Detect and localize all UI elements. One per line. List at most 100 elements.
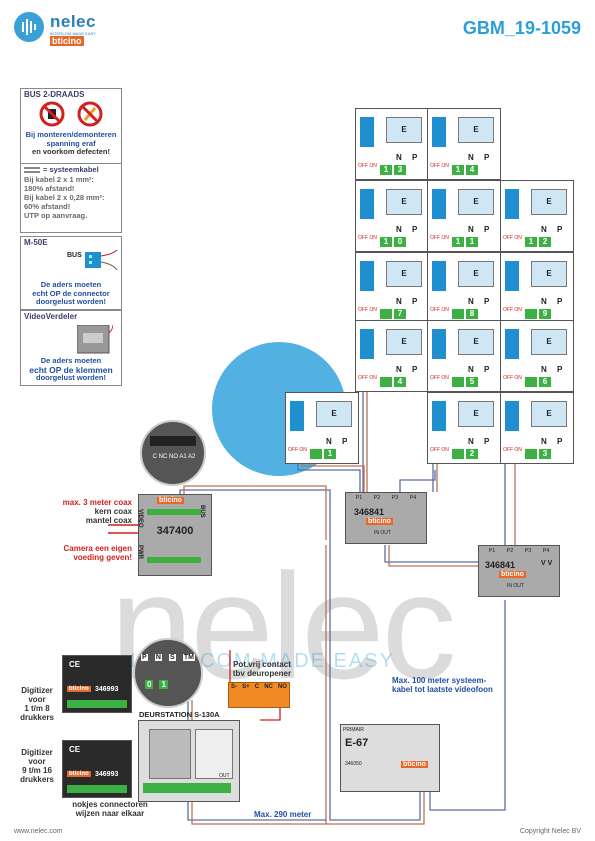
monitor-n-value: 1 [452, 237, 464, 247]
monitor-n-value: 1 [525, 237, 537, 247]
dist1-brand: bticino [366, 518, 393, 525]
videophone-monitor: E OFF ON N P 5 [427, 320, 501, 392]
footer-website: www.nelec.com [14, 828, 63, 835]
digitizer2-label-3: 9 t/m 16 [22, 766, 52, 775]
bus-panel-line2: spanning eraf [46, 138, 96, 148]
relay-term-s-minus: S- [231, 684, 237, 690]
monitor-screen-label: E [546, 337, 552, 346]
digitizer-2: CE bticino 346993 [62, 740, 132, 798]
videophone-monitor: E OFF ON N P 1 [285, 392, 359, 464]
video-distributor-1: P1 P2 P3 P4 346841 bticino IN OUT [345, 492, 427, 544]
monitor-n-value: 1 [380, 165, 392, 175]
monitor-off-on: OFF ON [430, 375, 449, 381]
relay-note-2: tbv deuropener [232, 669, 292, 678]
dist2-in-out: IN OUT [507, 583, 524, 589]
monitor-n-label: N [326, 437, 332, 446]
videophone-monitor: E OFF ON N P 3 [500, 392, 574, 464]
monitor-connector [360, 117, 374, 147]
monitor-p-value: 2 [539, 237, 551, 247]
videophone-monitor: E OFF ON N P 7 [355, 252, 429, 324]
relay-note-1: Pot.vrij contact [233, 660, 291, 669]
e67-primair: PRIMAIR [343, 727, 364, 733]
monitor-screen-label: E [473, 125, 479, 134]
videophone-monitor: E OFF ON N P 9 [500, 252, 574, 324]
m50e-line3: doorgelust worden! [36, 297, 106, 306]
monitor-screen-label: E [401, 337, 407, 346]
monitor-p-label: P [412, 225, 418, 234]
video-distributor-2: P1 P2 P3 P4 346841 V V bticino IN OUT [478, 545, 560, 597]
monitor-connector [360, 189, 374, 219]
zoom-terminals-label: C NC NO A1 A2 [152, 454, 196, 460]
videophone-monitor: E OFF ON N P 1 4 [427, 108, 501, 180]
monitor-off-on: OFF ON [503, 375, 522, 381]
dist1-port-p3: P3 [391, 495, 399, 501]
digitizer2-model: 346993 [95, 771, 119, 778]
m50e-title: M-50E [24, 238, 48, 247]
bus-panel-line3: en voorkom defecten! [32, 147, 110, 156]
videoverdeler-line1: De aders moeten [40, 356, 102, 365]
relay-term-nc: NC [264, 684, 273, 690]
monitor-screen: E [458, 401, 494, 427]
monitor-connector [432, 189, 446, 219]
relay-term-c: C [254, 684, 260, 690]
monitor-screen: E [531, 189, 567, 215]
coax-note-1: max. 3 meter coax [62, 498, 132, 507]
power-supply-pwr-label: PWR [137, 545, 143, 559]
monitor-screen: E [386, 117, 422, 143]
dist2-port-p3: P3 [524, 548, 532, 554]
monitor-connector [432, 329, 446, 359]
monitor-screen: E [458, 261, 494, 287]
videophone-monitor: E OFF ON N P 1 0 [355, 180, 429, 252]
monitor-off-on: OFF ON [288, 447, 307, 453]
monitor-n-label: N [396, 153, 402, 162]
zoom-label-p: P [141, 654, 148, 661]
monitor-p-label: P [484, 225, 490, 234]
max100-note-2: kabel tot laatste videofoon [392, 685, 493, 694]
monitor-n-label: N [396, 365, 402, 374]
monitor-n-value [310, 449, 322, 459]
digitizer2-label-2: voor [28, 757, 46, 766]
camera-note-2: voeding geven! [73, 553, 132, 562]
monitor-p-value: 5 [466, 377, 478, 387]
bus-2draads-panel: BUS 2-DRAADS Bij monteren/demonteren spa… [20, 88, 122, 164]
digitizer1-model: 346993 [95, 686, 119, 693]
relay-term-s-plus: S+ [242, 684, 250, 690]
dist2-vv: V V [541, 560, 553, 567]
monitor-off-on: OFF ON [358, 163, 377, 169]
e67-model: 346050 [345, 761, 362, 767]
power-supply-347400: bticino 347400 VIDEO BUS PWR [137, 494, 212, 576]
monitor-p-value: 6 [539, 377, 551, 387]
monitor-screen-label: E [546, 269, 552, 278]
nelec-logo: nelec INTERCOM MADE EASY bticino [14, 12, 124, 46]
monitor-p-value: 3 [539, 449, 551, 459]
monitor-n-label: N [541, 297, 547, 306]
dist2-port-p4: P4 [542, 548, 550, 554]
monitor-p-value: 0 [394, 237, 406, 247]
monitor-connector [505, 261, 519, 291]
door-station-title: DEURSTATION S-130A [139, 710, 220, 719]
monitor-n-value [525, 309, 537, 319]
power-supply-bus-label: BUS [199, 505, 205, 518]
monitor-n-label: N [396, 225, 402, 234]
doc-title: GBM_19-1059 [462, 18, 581, 38]
digitizer-1: CE bticino 346993 [62, 655, 132, 713]
zoom-label-n: N [154, 654, 162, 661]
monitor-screen-label: E [331, 409, 337, 418]
videophone-monitor: E OFF ON N P 2 [427, 392, 501, 464]
monitor-screen: E [458, 189, 494, 215]
coax-note-3: mantel coax [85, 516, 132, 525]
monitor-n-label: N [468, 153, 474, 162]
monitor-screen: E [531, 329, 567, 355]
videoverdeler-line3: doorgelust worden! [36, 373, 106, 382]
monitor-n-label: N [396, 297, 402, 306]
videoverdeler-title: VideoVerdeler [24, 312, 78, 321]
door-station-out: OUT [219, 773, 230, 779]
monitor-screen-label: E [401, 125, 407, 134]
monitor-p-label: P [412, 153, 418, 162]
cable-line-4: 60% afstand! [24, 202, 71, 211]
monitor-screen-label: E [473, 337, 479, 346]
cable-line-1: Bij kabel 2 x 1 mm²: [24, 175, 95, 184]
monitor-n-value [525, 449, 537, 459]
monitor-screen: E [531, 401, 567, 427]
m50e-bus-label: BUS [67, 252, 82, 259]
